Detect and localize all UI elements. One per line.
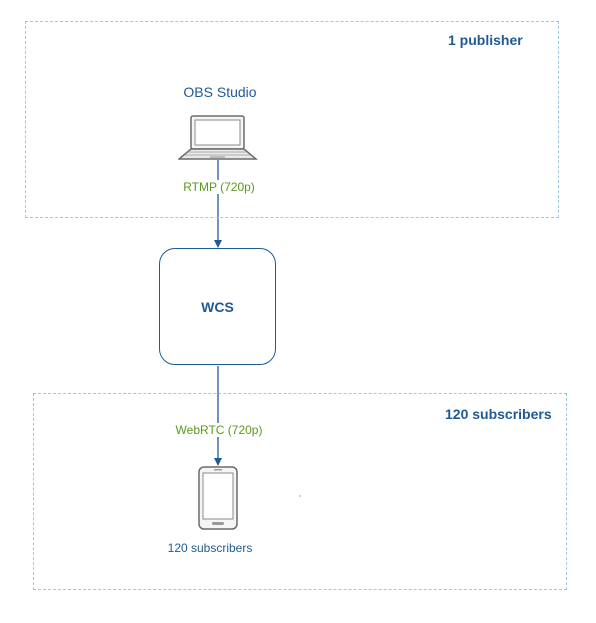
publisher-zone-title: 1 publisher [448,32,523,48]
smartphone-icon [198,466,238,530]
stray-dot [299,495,301,497]
wcs-label: WCS [201,298,234,315]
laptop-icon [178,115,258,160]
wcs-server-node: WCS [159,248,276,365]
subscriber-zone [33,393,567,590]
webrtc-protocol-label: WebRTC (720p) [166,423,272,437]
publisher-zone [25,21,559,218]
rtmp-protocol-label: RTMP (720p) [176,180,262,194]
subscribers-device-label: 120 subscribers [167,541,253,555]
obs-studio-label: OBS Studio [183,84,257,100]
subscriber-zone-title: 120 subscribers [445,406,552,422]
